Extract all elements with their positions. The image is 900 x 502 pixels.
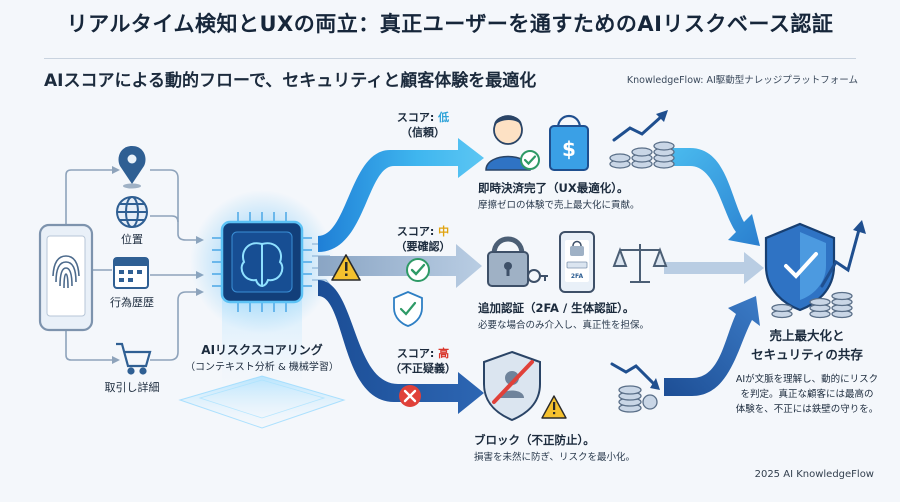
outcome-low-detail: 摩擦ゼロの体験で売上最大化に貢献。 bbox=[478, 200, 640, 211]
history-label: 行為歴歴 bbox=[110, 296, 154, 309]
warning-icon bbox=[331, 254, 361, 281]
result-desc2: を判定。真正な顧客には最高の bbox=[740, 389, 874, 400]
divider bbox=[44, 58, 856, 59]
footer-credit: 2025 AI KnowledgeFlow bbox=[754, 469, 874, 480]
2fa-badge-text: 2FA bbox=[571, 273, 584, 280]
score-mid-level: 中 bbox=[438, 225, 450, 238]
score-low-level: 低 bbox=[438, 111, 450, 124]
phone-2fa-icon: 2FA bbox=[559, 231, 595, 293]
ai-chip-icon bbox=[212, 212, 312, 312]
outcome-low: 即時決済完了（UX最適化）。 摩擦ゼロの体験で売上最大化に貢献。 bbox=[478, 180, 678, 214]
result-desc1: AIが文脈を理解し、動的にリスク bbox=[735, 374, 879, 385]
outcome-high: ブロック（不正防止）。 損害を未然に防ぎ、リスクを最小化。 bbox=[474, 432, 674, 466]
transaction-label: 取引し詳細 bbox=[104, 381, 160, 394]
outcome-mid: 追加認証（2FA / 生体認証）。 必要な場合のみ介入し、真正性を担保。 bbox=[478, 300, 688, 334]
score-high-level: 高 bbox=[438, 347, 450, 360]
balance-scale-icon bbox=[612, 244, 668, 283]
high-cross-badge bbox=[399, 385, 421, 407]
score-mid-prefix: スコア: bbox=[396, 225, 439, 238]
score-mid-note: （要確認） bbox=[395, 240, 451, 253]
page-title: リアルタイム検知とUXの両立：真正ユーザーを通すためのAIリスクベース認証 bbox=[66, 12, 834, 36]
result-block: 売上最大化と セキュリティの共存 AIが文脈を理解し、動的にリスク を判定。真正… bbox=[722, 326, 892, 417]
score-low-note: （信頼） bbox=[401, 126, 445, 139]
result-line2: セキュリティの共存 bbox=[751, 347, 863, 362]
score-low-prefix: スコア: bbox=[396, 111, 439, 124]
cart-icon bbox=[116, 342, 152, 375]
score-low: スコア: 低 （信頼） bbox=[378, 110, 468, 140]
result-line1: 売上最大化と bbox=[769, 328, 845, 343]
calendar-icon bbox=[113, 257, 149, 289]
outcome-high-detail: 損害を未然に防ぎ、リスクを最小化。 bbox=[474, 452, 636, 463]
shield-growth-icon bbox=[764, 220, 866, 319]
page-subtitle: AIスコアによる動的フローで、セキュリティと顧客体験を最適化 bbox=[44, 71, 537, 91]
outcome-mid-detail: 必要な場合のみ介入し、真正性を担保。 bbox=[478, 320, 650, 331]
engine-subtitle: （コンテキスト分析 & 機械学習） bbox=[185, 362, 339, 373]
engine-title: AIリスクスコアリング bbox=[201, 343, 323, 357]
low-to-result-arrow bbox=[664, 148, 760, 246]
padlock-key-icon bbox=[487, 236, 548, 287]
mid-risk-arrow bbox=[318, 244, 482, 288]
mid-to-result-arrow bbox=[664, 252, 764, 284]
growth-coins-icon bbox=[609, 110, 675, 169]
brand-label: KnowledgeFlow: AI駆動型ナレッジプラットフォーム bbox=[626, 75, 858, 86]
location-pin-icon bbox=[118, 146, 146, 189]
mid-check-badge bbox=[406, 258, 430, 282]
result-description: AIが文脈を理解し、動的にリスク を判定。真正な顧客には最高の 体験を、不正には… bbox=[722, 372, 892, 417]
input-connectors bbox=[65, 169, 196, 361]
falling-coins-icon bbox=[610, 362, 660, 413]
result-desc3: 体験を、不正には鉄壁の守りを。 bbox=[735, 404, 879, 415]
high-to-result-arrow bbox=[664, 296, 760, 396]
svg-text:$: $ bbox=[562, 137, 576, 161]
outcome-mid-headline: 追加認証（2FA / 生体認証）。 bbox=[478, 301, 635, 315]
score-high: スコア: 高 （不正疑義） bbox=[378, 346, 468, 376]
score-high-prefix: スコア: bbox=[396, 347, 439, 360]
globe-icon bbox=[116, 196, 148, 228]
outcome-low-headline: 即時決済完了（UX最適化）。 bbox=[478, 181, 629, 195]
location-label: 位置 bbox=[121, 233, 143, 246]
low-risk-arrow bbox=[318, 138, 484, 252]
fingerprint-phone-icon bbox=[38, 223, 94, 332]
blocked-user-icon bbox=[483, 350, 567, 422]
mid-shield-check-badge bbox=[393, 291, 423, 327]
score-high-note: （不正疑義） bbox=[390, 362, 456, 375]
score-mid: スコア: 中 （要確認） bbox=[378, 224, 468, 254]
user-check-icon bbox=[485, 115, 540, 171]
shopping-bag-icon: $ bbox=[549, 114, 589, 171]
high-risk-arrow bbox=[318, 280, 484, 414]
ai-platform bbox=[178, 300, 346, 429]
outcome-high-headline: ブロック（不正防止）。 bbox=[474, 433, 595, 447]
